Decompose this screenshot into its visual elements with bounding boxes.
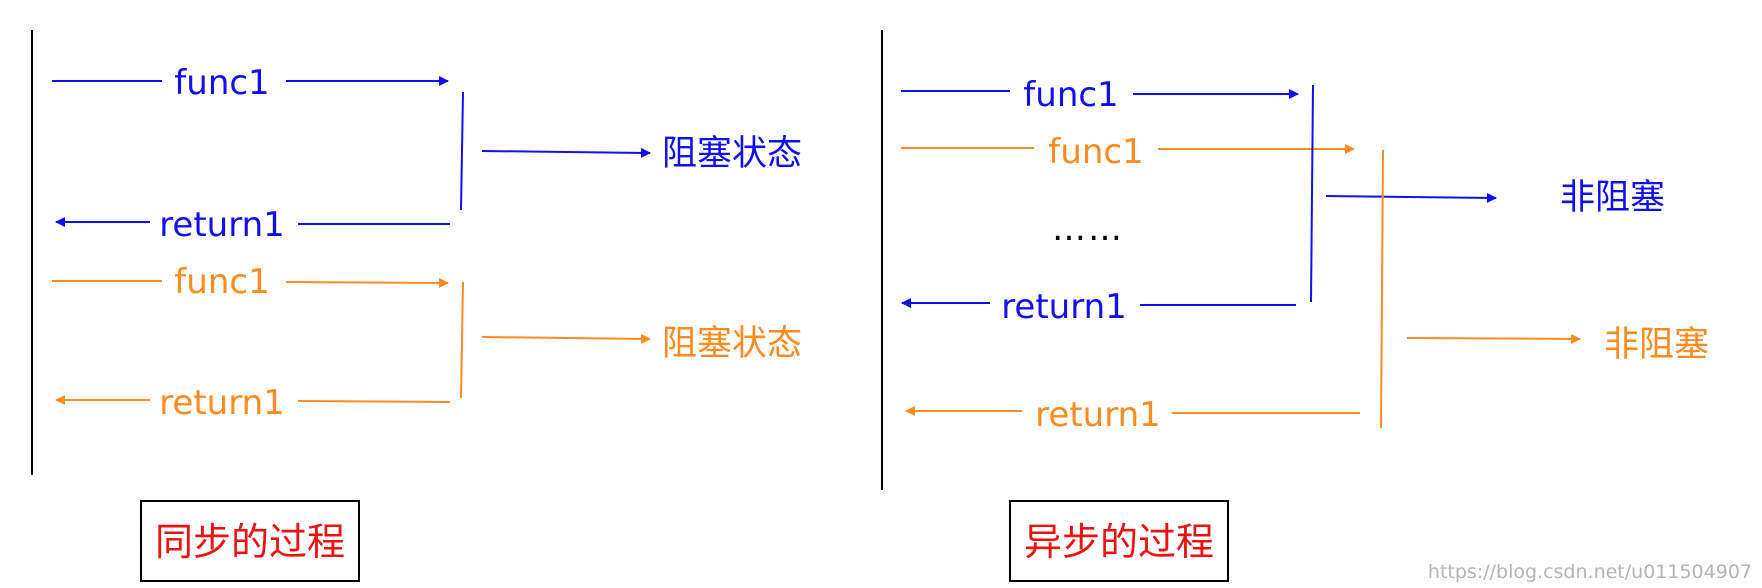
sync-caption-box [140,500,360,582]
async-state1-arrow [1325,192,1497,203]
async-caption: 异步的过程 [1024,520,1214,564]
sync-return2-label: return1 [159,383,285,423]
sync-state2-arrow [481,333,651,344]
sync-state1-label: 阻塞状态 [662,134,802,174]
sync-call2-label: func1 [174,262,269,302]
sync-call2-arrow [285,277,449,288]
sync-callee1-bar [460,91,464,211]
async-call2-label: func1 [1048,132,1143,172]
sync-return1-label: return1 [159,205,285,245]
sync-caption: 同步的过程 [155,520,345,564]
sync-state1-arrow [481,147,651,158]
async-state1-label: 非阻塞 [1560,178,1665,218]
async-return1-label: return1 [1001,287,1127,327]
sync-panel: func1 阻塞状态 return1 func1 阻塞状态 return1 同步… [31,30,802,582]
sync-call1-label: func1 [174,63,269,103]
watermark: https://blog.csdn.net/u011504907 [1428,561,1752,583]
async-call1-label: func1 [1023,75,1118,115]
async-panel: func1 func1 …… 非阻塞 return1 非阻塞 return1 异… [881,30,1709,582]
sync-return2-line-right [297,400,451,403]
sync-callee2-bar [460,281,464,399]
async-state2-label: 非阻塞 [1604,325,1709,365]
async-ellipsis: …… [1052,209,1124,249]
async-return2-label: return1 [1035,395,1161,435]
async-callee2-bar [1380,149,1384,429]
async-caption-box [1009,500,1229,582]
sync-state2-label: 阻塞状态 [662,324,802,364]
async-state2-arrow [1406,333,1581,344]
async-callee1-bar [1310,84,1314,303]
